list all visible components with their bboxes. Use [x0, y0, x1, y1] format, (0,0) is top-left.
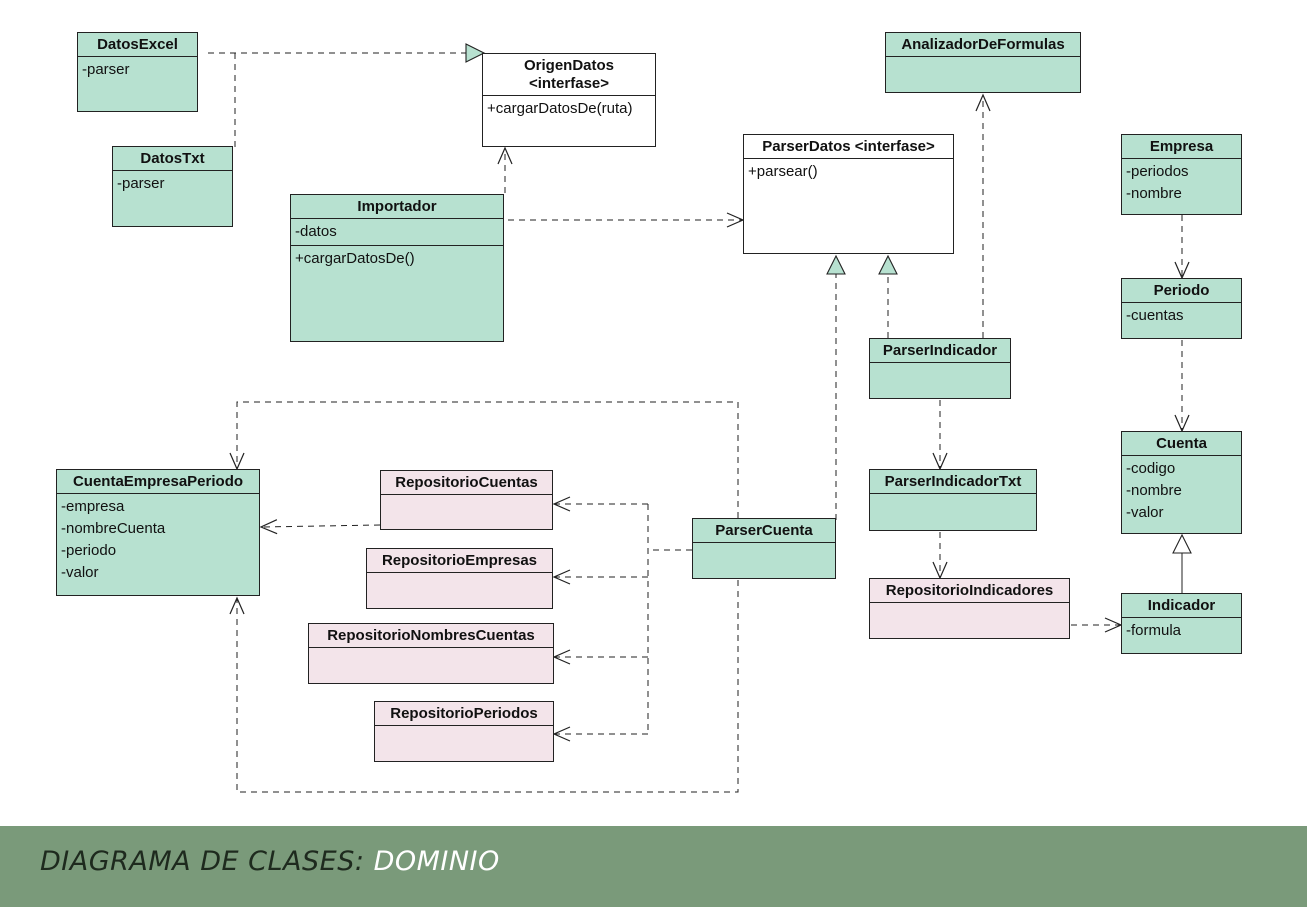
- class-datos-excel[interactable]: DatosExcel -parser: [77, 32, 198, 112]
- method-list: +cargarDatosDe(): [291, 245, 503, 272]
- class-name: RepositorioEmpresas: [367, 549, 552, 573]
- attribute-list: -periodos -nombre: [1122, 159, 1241, 207]
- footer-title: DIAGRAMA DE CLASES: DOMINIO: [40, 846, 500, 877]
- class-repositorio-nombres-cuentas[interactable]: RepositorioNombresCuentas: [308, 623, 554, 684]
- class-name: RepositorioNombresCuentas: [309, 624, 553, 648]
- attribute: -codigo: [1126, 460, 1176, 477]
- method-list: +cargarDatosDe(ruta): [483, 96, 655, 122]
- class-parser-indicador[interactable]: ParserIndicador: [869, 338, 1011, 399]
- class-name: ParserIndicadorTxt: [870, 470, 1036, 494]
- class-cuenta[interactable]: Cuenta -codigo -nombre -valor: [1121, 431, 1242, 534]
- attribute-list: -parser: [113, 171, 232, 197]
- class-diagram: DatosExcel -parser DatosTxt -parser Orig…: [56, 32, 1242, 793]
- connector-layer: [208, 43, 1192, 793]
- attribute: -valor: [1126, 504, 1164, 521]
- footer-title-dark: DIAGRAMA DE CLASES:: [40, 846, 365, 877]
- class-name: Indicador: [1122, 594, 1241, 618]
- interface-name: ParserDatos <interfase>: [744, 135, 953, 159]
- class-repositorio-empresas[interactable]: RepositorioEmpresas: [366, 548, 553, 609]
- class-name: RepositorioIndicadores: [870, 579, 1069, 603]
- attribute: -nombre: [1126, 482, 1182, 499]
- attribute: -cuentas: [1126, 307, 1184, 324]
- footer-band: DIAGRAMA DE CLASES: DOMINIO: [0, 826, 1307, 907]
- attribute-list: -cuentas: [1122, 303, 1241, 329]
- attribute: -parser: [117, 175, 165, 192]
- attribute: -empresa: [61, 498, 125, 515]
- interface-name: OrigenDatos <interfase>: [483, 54, 655, 96]
- method: +cargarDatosDe(): [295, 250, 415, 267]
- interface-parser-datos[interactable]: ParserDatos <interfase> +parsear(): [743, 134, 954, 254]
- attribute-list: -codigo -nombre -valor: [1122, 456, 1241, 526]
- method: +cargarDatosDe(ruta): [487, 100, 633, 117]
- class-empresa[interactable]: Empresa -periodos -nombre: [1121, 134, 1242, 215]
- class-periodo[interactable]: Periodo -cuentas: [1121, 278, 1242, 339]
- class-importador[interactable]: Importador -datos +cargarDatosDe(): [290, 194, 504, 342]
- attribute: -parser: [82, 61, 130, 78]
- class-name: DatosTxt: [113, 147, 232, 171]
- class-name: ParserIndicador: [870, 339, 1010, 363]
- footer-title-light: DOMINIO: [373, 846, 500, 877]
- attribute-list: -datos: [291, 219, 503, 245]
- class-indicador[interactable]: Indicador -formula: [1121, 593, 1242, 654]
- class-name: RepositorioPeriodos: [375, 702, 553, 726]
- class-repositorio-periodos[interactable]: RepositorioPeriodos: [374, 701, 554, 762]
- class-parser-indicador-txt[interactable]: ParserIndicadorTxt: [869, 469, 1037, 531]
- attribute: -periodos: [1126, 163, 1189, 180]
- class-repositorio-cuentas[interactable]: RepositorioCuentas: [380, 470, 553, 530]
- method: +parsear(): [748, 163, 818, 180]
- attribute-list: -empresa -nombreCuenta -periodo -valor: [57, 494, 259, 586]
- dependency-repo-cuentas-cep: [259, 519, 381, 535]
- class-name: AnalizadorDeFormulas: [886, 33, 1080, 57]
- class-repositorio-indicadores[interactable]: RepositorioIndicadores: [869, 578, 1070, 639]
- interface-stereotype: <interfase>: [528, 75, 610, 92]
- dependency-parser-cuenta-cep-bottom: [229, 580, 739, 793]
- class-parser-cuenta[interactable]: ParserCuenta: [692, 518, 836, 579]
- class-datos-txt[interactable]: DatosTxt -parser: [112, 146, 233, 227]
- class-analizador-de-formulas[interactable]: AnalizadorDeFormulas: [885, 32, 1081, 93]
- attribute: -valor: [61, 564, 99, 581]
- class-name: Periodo: [1122, 279, 1241, 303]
- method-list: +parsear(): [744, 159, 953, 185]
- attribute: -datos: [295, 223, 337, 240]
- attribute-list: -parser: [78, 57, 197, 83]
- attribute: -nombreCuenta: [61, 520, 166, 537]
- class-name: RepositorioCuentas: [381, 471, 552, 495]
- class-name: CuentaEmpresaPeriodo: [57, 470, 259, 494]
- attribute-list: -formula: [1122, 618, 1241, 644]
- class-name: ParserCuenta: [693, 519, 835, 543]
- interface-title: OrigenDatos: [523, 57, 614, 74]
- attribute: -periodo: [61, 542, 117, 559]
- class-name: Cuenta: [1122, 432, 1241, 456]
- dependency-parser-cuenta-cep-top: [229, 401, 739, 518]
- class-name: Empresa: [1122, 135, 1241, 159]
- attribute: -formula: [1126, 622, 1182, 639]
- class-name: Importador: [291, 195, 503, 219]
- interface-origen-datos[interactable]: OrigenDatos <interfase> +cargarDatosDe(r…: [482, 53, 656, 147]
- attribute: -nombre: [1126, 185, 1182, 202]
- class-name: DatosExcel: [78, 33, 197, 57]
- class-cuenta-empresa-periodo[interactable]: CuentaEmpresaPeriodo -empresa -nombreCue…: [56, 469, 260, 596]
